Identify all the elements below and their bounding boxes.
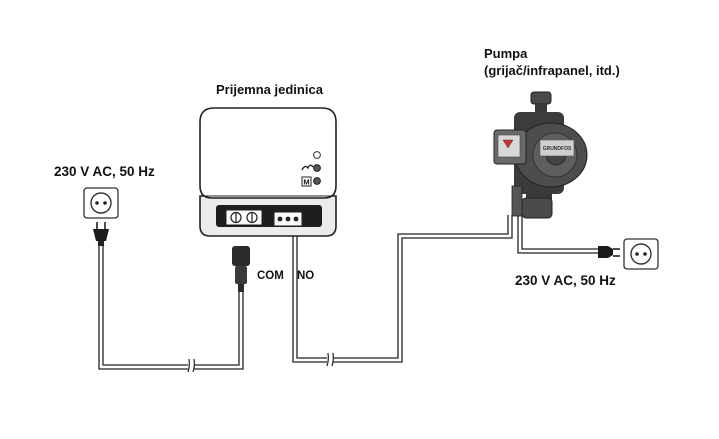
- pump-nameplate-text: GRUNDFOS: [543, 146, 572, 152]
- power-plug-left-icon: [93, 222, 109, 246]
- power-terminal-block: [225, 209, 263, 226]
- relay-terminal-block: [273, 211, 303, 227]
- wall-socket-right-icon: [623, 238, 659, 270]
- pump-subtitle: (grijač/infrapanel, itd.): [484, 63, 620, 78]
- power-cable-right: [517, 215, 598, 254]
- terminal-no-label: NO: [297, 270, 315, 282]
- power-cable-left: [98, 246, 244, 370]
- receiver-unit: [199, 107, 337, 237]
- receiver-title: Prijemna jedinica: [216, 82, 323, 97]
- cable-break-relay-icon: [326, 352, 334, 367]
- power-label-left: 230 V AC, 50 Hz: [54, 164, 155, 179]
- receiver-power-connector-icon: [232, 246, 250, 292]
- flame-mode-icon: [301, 164, 321, 172]
- circulation-pump-icon: GRUNDFOS: [493, 91, 588, 219]
- power-label-right: 230 V AC, 50 Hz: [515, 273, 616, 288]
- manual-badge-text: M: [303, 178, 309, 187]
- relay-cable: [275, 215, 513, 363]
- power-led-icon: [313, 151, 321, 159]
- manual-mode-icon: M: [301, 176, 321, 187]
- power-plug-right-icon: [598, 246, 620, 258]
- cable-break-left-icon: [187, 358, 195, 374]
- wall-socket-left-icon: [83, 187, 119, 219]
- pump-title: Pumpa: [484, 46, 528, 61]
- terminal-com-label: COM: [257, 270, 284, 282]
